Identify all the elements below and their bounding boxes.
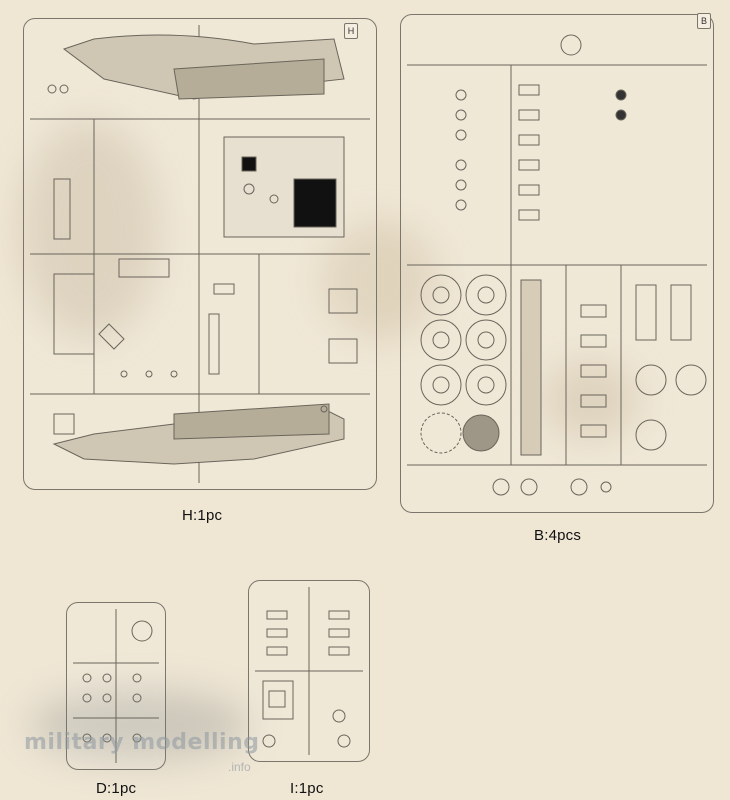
paper-stain: [540, 360, 640, 440]
sprue-i-caption: I:1pc: [290, 780, 324, 797]
paper-stain: [320, 220, 440, 340]
sprue-d-diagram: [73, 609, 159, 763]
sprue-d-frame: [66, 602, 166, 770]
sprue-i-diagram: [255, 587, 363, 755]
watermark-sub-text: .info: [228, 760, 251, 774]
sprue-b-frame: B: [400, 13, 714, 513]
sprue-i-frame: [248, 580, 370, 762]
sprue-b-letter: B: [697, 13, 711, 29]
sprue-h-frame: H: [23, 18, 377, 490]
sprue-h-letter: H: [344, 23, 358, 39]
sprue-b-diagram: [407, 34, 707, 496]
watermark-logo-text: military modelling: [24, 730, 260, 755]
sprue-b-caption: B:4pcs: [534, 527, 582, 544]
sprue-h-diagram: [30, 25, 370, 483]
sprue-d-caption: D:1pc: [96, 780, 137, 797]
sprue-h-caption: H:1pc: [182, 507, 223, 524]
paper-stain: [20, 120, 160, 340]
